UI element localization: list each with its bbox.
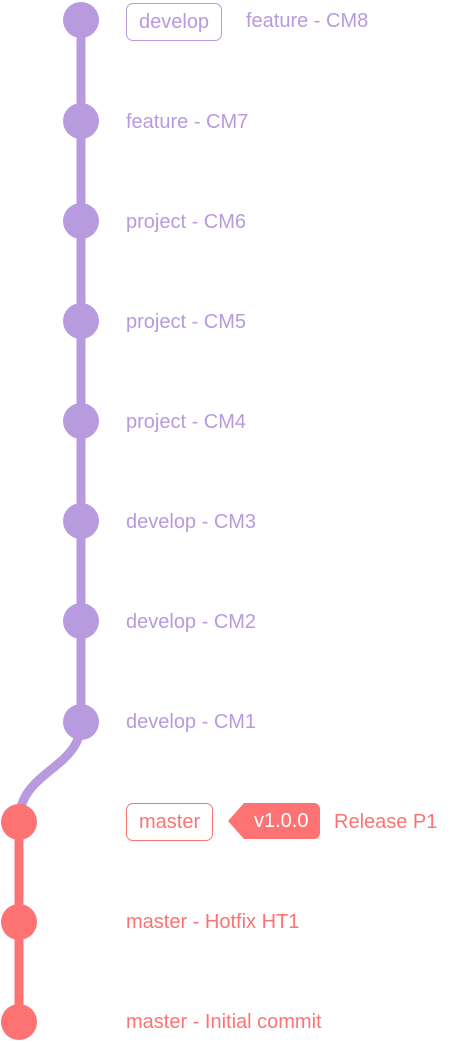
commit-dot-initial-commit[interactable] bbox=[1, 1004, 37, 1040]
commit-dot-cm2[interactable] bbox=[63, 603, 99, 639]
commit-message-initial-commit[interactable]: master - Initial commit bbox=[126, 1011, 322, 1033]
commit-message-cm8[interactable]: feature - CM8 bbox=[246, 10, 369, 32]
branch-label-develop[interactable]: develop bbox=[126, 3, 223, 41]
commit-dot-cm3[interactable] bbox=[63, 503, 99, 539]
commit-dot-cm6[interactable] bbox=[63, 203, 99, 239]
commit-dot-cm1[interactable] bbox=[63, 704, 99, 740]
commit-dot-cm4[interactable] bbox=[63, 403, 99, 439]
commit-message-release-p1[interactable]: Release P1 bbox=[334, 811, 438, 833]
commit-dot-cm5[interactable] bbox=[63, 303, 99, 339]
commit-message-cm2[interactable]: develop - CM2 bbox=[126, 611, 257, 633]
tag-label-v1-0-0[interactable]: v1.0.0 bbox=[227, 803, 321, 839]
commit-dot-cm7[interactable] bbox=[63, 103, 99, 139]
commit-dot-cm8[interactable] bbox=[63, 2, 99, 38]
commit-message-cm5[interactable]: project - CM5 bbox=[126, 311, 247, 333]
commit-dot-release-p1[interactable] bbox=[1, 804, 37, 840]
branch-label-master[interactable]: master bbox=[126, 803, 214, 841]
commit-message-cm6[interactable]: project - CM6 bbox=[126, 211, 247, 233]
commit-message-cm3[interactable]: develop - CM3 bbox=[126, 511, 257, 533]
commit-message-cm4[interactable]: project - CM4 bbox=[126, 411, 247, 433]
commit-message-hotfix-ht1[interactable]: master - Hotfix HT1 bbox=[126, 911, 300, 933]
commit-message-cm7[interactable]: feature - CM7 bbox=[126, 111, 249, 133]
commit-dot-hotfix-ht1[interactable] bbox=[1, 904, 37, 940]
commit-message-cm1[interactable]: develop - CM1 bbox=[126, 711, 257, 733]
